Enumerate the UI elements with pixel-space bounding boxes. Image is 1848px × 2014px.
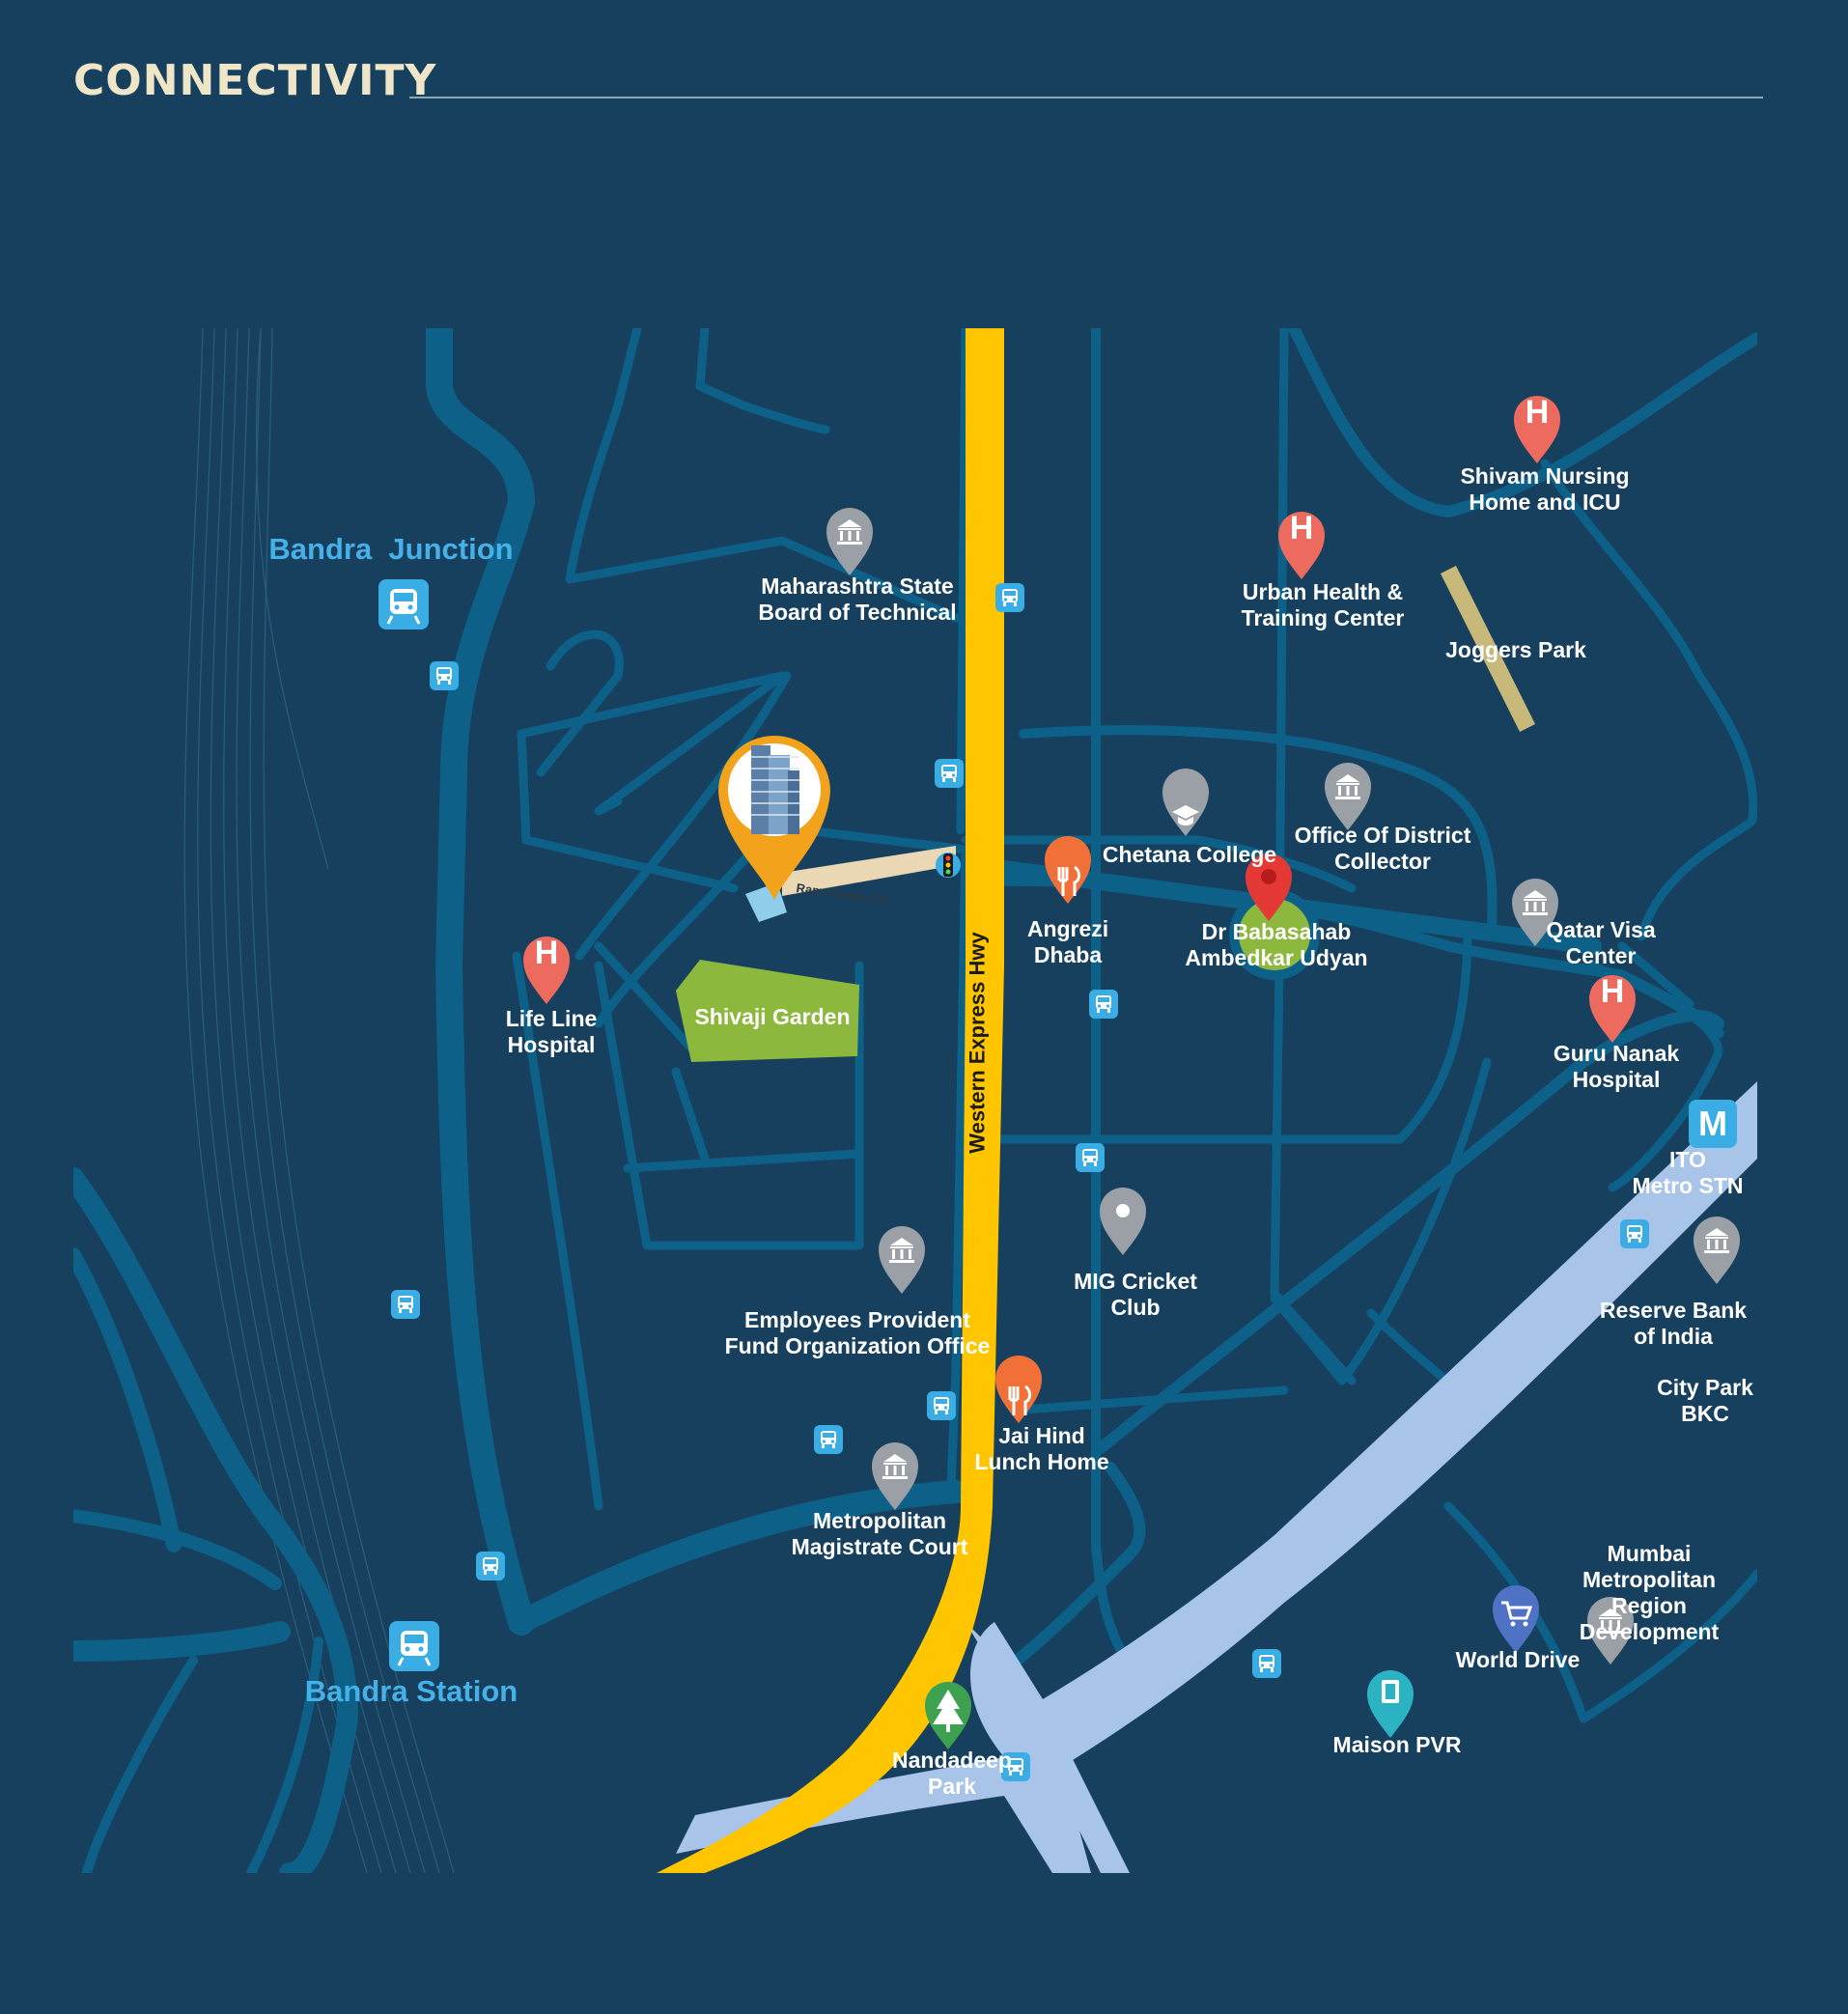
poi-label-epfo: Employees Provident Fund Organization Of… — [724, 1307, 991, 1358]
poi-label-maison: Maison PVR — [1332, 1732, 1462, 1757]
bus-stop-icon — [1076, 1143, 1105, 1172]
shopping-cart-icon[interactable] — [1493, 1585, 1539, 1653]
graduation-cap-icon[interactable] — [1162, 769, 1209, 836]
bus-stop-icon — [927, 1391, 956, 1420]
property-location-marker[interactable] — [718, 736, 830, 900]
bus-stop-icon — [1089, 990, 1118, 1019]
poi-label-district: Office Of District Collector — [1294, 823, 1471, 874]
bus-stop-icon — [814, 1425, 843, 1454]
hospital-icon: H — [534, 935, 559, 971]
road-label-western-express-hwy: Western Express Hwy — [965, 932, 990, 1154]
poi-label-chetana: Chetana College — [1102, 842, 1277, 867]
government-pin-epfo[interactable] — [879, 1226, 925, 1294]
poi-label-worlddrive: World Drive — [1455, 1647, 1581, 1672]
bus-stop-icon — [430, 661, 459, 690]
location-pin-icon[interactable] — [1246, 853, 1292, 921]
poi-label-gurunanak: Guru Nanak Hospital — [1553, 1041, 1680, 1092]
poi-label-nandadeep: Nandadeep Park — [892, 1748, 1012, 1799]
building-icon — [751, 745, 799, 834]
station-label-bandra-station: Bandra Station — [304, 1674, 518, 1708]
poi-label-rbi: Reserve Bank of India — [1599, 1298, 1748, 1349]
poi-label-metropolitan: Metropolitan Magistrate Court — [791, 1508, 968, 1559]
metro-icon-letter: M — [1698, 1104, 1727, 1143]
bandra-station-train-icon[interactable] — [387, 1619, 441, 1673]
government-pin-rbi[interactable] — [1694, 1217, 1740, 1284]
poi-label-citypark: City Park BKC — [1657, 1375, 1753, 1426]
area-label-joggers-park: Joggers Park — [1445, 637, 1586, 662]
poi-label-mmrda: Mumbai Metropolitan Region Development — [1579, 1541, 1720, 1644]
government-pin-district[interactable] — [1325, 763, 1371, 830]
page-title: CONNECTIVITY — [73, 56, 437, 105]
bus-stop-icon — [476, 1552, 505, 1580]
poi-label-mig: MIG Cricket Club — [1074, 1269, 1197, 1320]
bus-stop-icon — [935, 759, 964, 788]
bus-stop-icon — [1252, 1649, 1281, 1678]
restaurant-icon-angrezi[interactable] — [1045, 836, 1091, 904]
poi-label-ambedkar: Dr Babasahab Ambedkar Udyan — [1185, 919, 1368, 970]
bandra-junction-train-icon[interactable] — [377, 577, 431, 631]
metro-label: ITO Metro STN — [1632, 1147, 1744, 1198]
bus-stop-icon — [1620, 1219, 1649, 1248]
poi-label-jaihind: Jai Hind Lunch Home — [974, 1423, 1109, 1474]
restaurant-icon-jaihind[interactable] — [995, 1356, 1042, 1423]
metro-icon[interactable] — [1689, 1100, 1737, 1148]
traffic-signal-icon — [936, 853, 961, 878]
bus-stop-icon — [995, 583, 1024, 612]
cinema-icon[interactable] — [1367, 1670, 1414, 1738]
hospital-icon: H — [1600, 973, 1625, 1010]
area-label-shivaji-garden: Shivaji Garden — [694, 1004, 851, 1029]
bus-stop-icon — [391, 1290, 420, 1319]
hospital-icon: H — [1289, 510, 1314, 546]
tree-icon[interactable] — [925, 1682, 971, 1749]
poi-label-lifeline: Life Line Hospital — [505, 1006, 598, 1057]
cricket-club-pin-icon[interactable] — [1100, 1188, 1146, 1255]
poi-label-maharashtra: Maharashtra State Board of Technical — [758, 573, 957, 625]
poi-label-shivam: Shivam Nursing Home and ICU — [1460, 463, 1630, 515]
hospital-icon: H — [1525, 394, 1550, 431]
poi-label-angrezi: Angrezi Dhaba — [1026, 916, 1109, 967]
title-divider — [409, 97, 1763, 98]
station-label-bandra-junction: Bandra Junction — [268, 532, 514, 566]
poi-label-urban: Urban Health & Training Center — [1241, 579, 1405, 630]
poi-label-qatar: Qatar Visa Center — [1546, 917, 1656, 968]
